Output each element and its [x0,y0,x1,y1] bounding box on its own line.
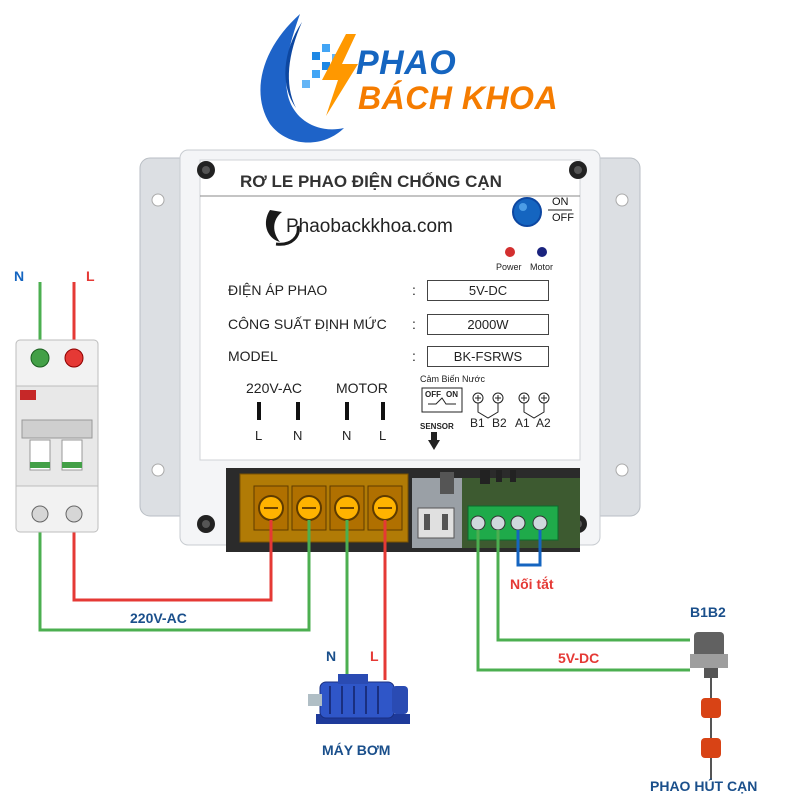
spec-value-model: BK-FSRWS [427,346,549,367]
pump-label: MÁY BƠM [322,742,391,758]
on-off-button[interactable] [512,197,542,227]
sensor-schematic [421,387,550,419]
float-switch-icon [690,632,728,780]
relay-board [139,149,641,552]
pump-n-label: N [326,648,337,664]
ac-input-label: 220V-AC [246,380,303,396]
circuit-breaker [15,339,99,533]
terminal-pin-label: L [255,428,263,443]
sensor-label: SENSOR [420,422,454,431]
sensor-pin-label: B1 [470,416,485,430]
motor-output-label: MOTOR [336,380,388,396]
short-jumper-label: Nối tắt [510,576,554,592]
sensor-title: Cảm Biến Nước [420,374,485,384]
sensor-switch-off: OFF [425,390,441,399]
website-logo-icon [265,210,300,246]
breaker-l-label: L [86,268,95,284]
dc-wire-label: 5V-DC [558,650,600,666]
sensor-pin-label: B2 [492,416,507,430]
terminal-pin-label: L [379,428,387,443]
float-pins-label: B1B2 [690,604,726,620]
logo-line1: PHAO [356,44,457,82]
spec-value-voltage: 5V-DC [427,280,549,301]
spec-label-voltage: ĐIỆN ÁP PHAO [228,282,328,298]
power-led-label: Power [496,262,522,272]
pump-motor-icon [308,674,410,724]
website-text: Phaobackkhoa.com [286,216,453,237]
pump-l-label: L [370,648,379,664]
terminal-pin-label: N [293,428,303,443]
breaker-n-label: N [14,268,25,284]
wires [38,282,690,680]
sensor-pin-label: A2 [536,416,551,430]
relay-title: RƠ LE PHAO ĐIỆN CHỐNG CẠN [240,172,502,191]
motor-led-icon [537,247,547,257]
motor-led-label: Motor [530,262,554,272]
float-label: PHAO HÚT CẠN [650,778,758,794]
sensor-switch-on: ON [446,390,458,399]
logo-line2: BÁCH KHOA [358,80,559,116]
ac-wire-label: 220V-AC [130,610,187,626]
spec-label-power: CÔNG SUẤT ĐỊNH MỨC [228,316,387,332]
spec-label-model: MODEL [228,348,278,364]
power-terminal-marks [257,402,385,420]
switch-on-label: ON [552,196,569,208]
sensor-arrow-icon [428,440,440,450]
switch-off-label: OFF [552,212,574,224]
power-led-icon [505,247,515,257]
terminal-pin-label: N [342,428,352,443]
spec-value-power: 2000W [427,314,549,335]
logo-emblem [260,14,358,143]
sensor-pin-label: A1 [515,416,530,430]
